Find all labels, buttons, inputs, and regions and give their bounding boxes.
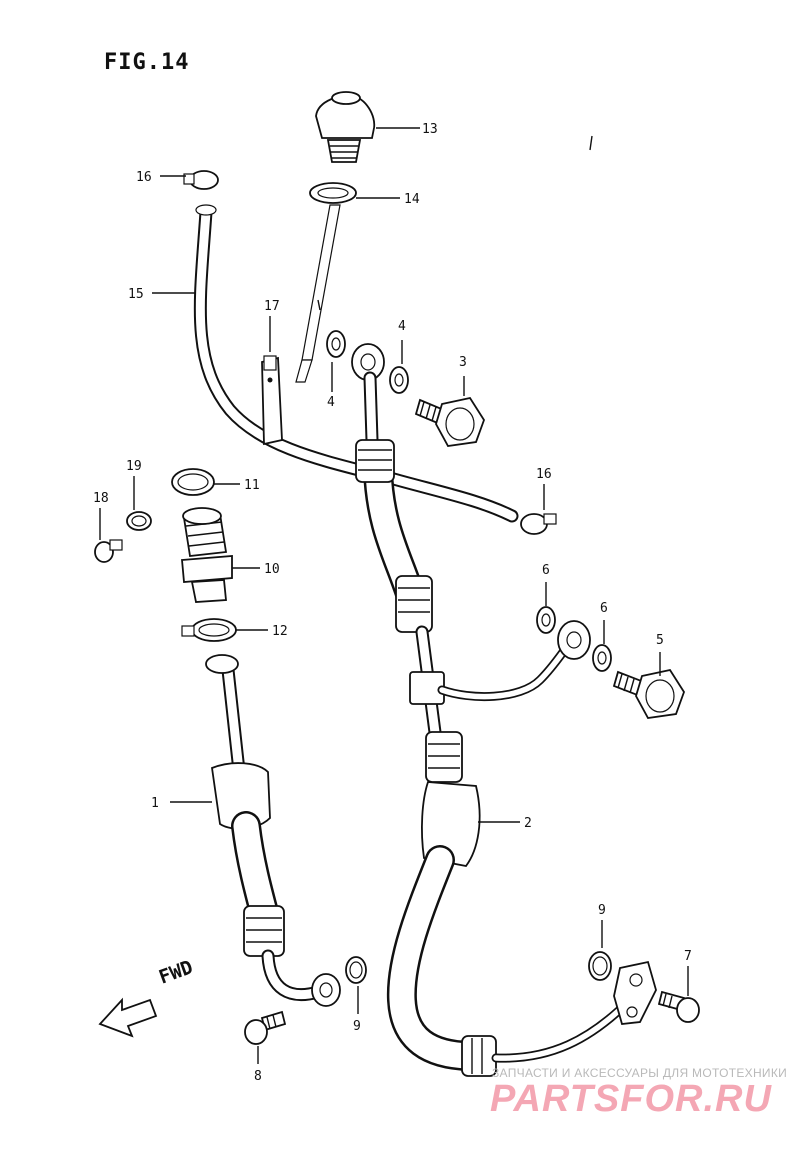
callout-7: 7: [684, 949, 692, 964]
clip-16a: [183, 170, 219, 190]
callout-13: 13: [422, 122, 438, 137]
callout-5: 5: [656, 633, 664, 648]
hose-2: [351, 343, 657, 1077]
callout-18: 18: [93, 491, 109, 506]
clip-16b: [520, 513, 557, 535]
callout-10: 10: [264, 562, 280, 577]
bolt-8: [244, 1010, 287, 1045]
callout-12: 12: [272, 624, 288, 639]
banjo-bolt-3: [414, 396, 485, 447]
callout-15: 15: [128, 287, 144, 302]
hose-1: [205, 654, 341, 1007]
callout-6b: 6: [600, 601, 608, 616]
bolt-7: [657, 990, 700, 1023]
callout-2: 2: [524, 816, 532, 831]
callout-11: 11: [244, 478, 260, 493]
callout-16a: 16: [136, 170, 152, 185]
callout-14: 14: [404, 192, 420, 207]
dipstick-rod: [295, 204, 341, 383]
leader-lines: [99, 127, 689, 1064]
callout-8: 8: [254, 1069, 262, 1084]
breather-hose-15: [193, 204, 519, 523]
callout-4b: 4: [398, 319, 406, 334]
clamp-12: [181, 618, 237, 642]
watermark-caption: ЗАПЧАСТИ И АКСЕССУАРЫ ДЛЯ МОТОТЕХНИКИ: [492, 1066, 788, 1080]
banjo-bolt-5: [612, 668, 685, 719]
callout-9b: 9: [598, 903, 606, 918]
fitting-10: [181, 507, 233, 603]
callout-9a: 9: [353, 1019, 361, 1034]
callout-1: 1: [151, 796, 159, 811]
stray-mark: [589, 135, 593, 151]
callout-3: 3: [459, 355, 467, 370]
callout-17: 17: [264, 299, 280, 314]
callout-19: 19: [126, 459, 142, 474]
cap-13: [315, 91, 376, 163]
figure-title: FIG.14: [104, 50, 190, 75]
clip-18: [94, 539, 123, 563]
bracket-17: [261, 355, 283, 446]
fwd-arrow-icon: [98, 997, 158, 1038]
watermark-brand: PARTSFOR.RU: [490, 1078, 772, 1120]
callout-6a: 6: [542, 563, 550, 578]
callout-4a: 4: [327, 395, 335, 410]
callout-16b: 16: [536, 467, 552, 482]
callout-labels: 1 2 3 4 4 5 6 6 7 8 9 9 10 11 12 13 14 1…: [93, 122, 692, 1084]
